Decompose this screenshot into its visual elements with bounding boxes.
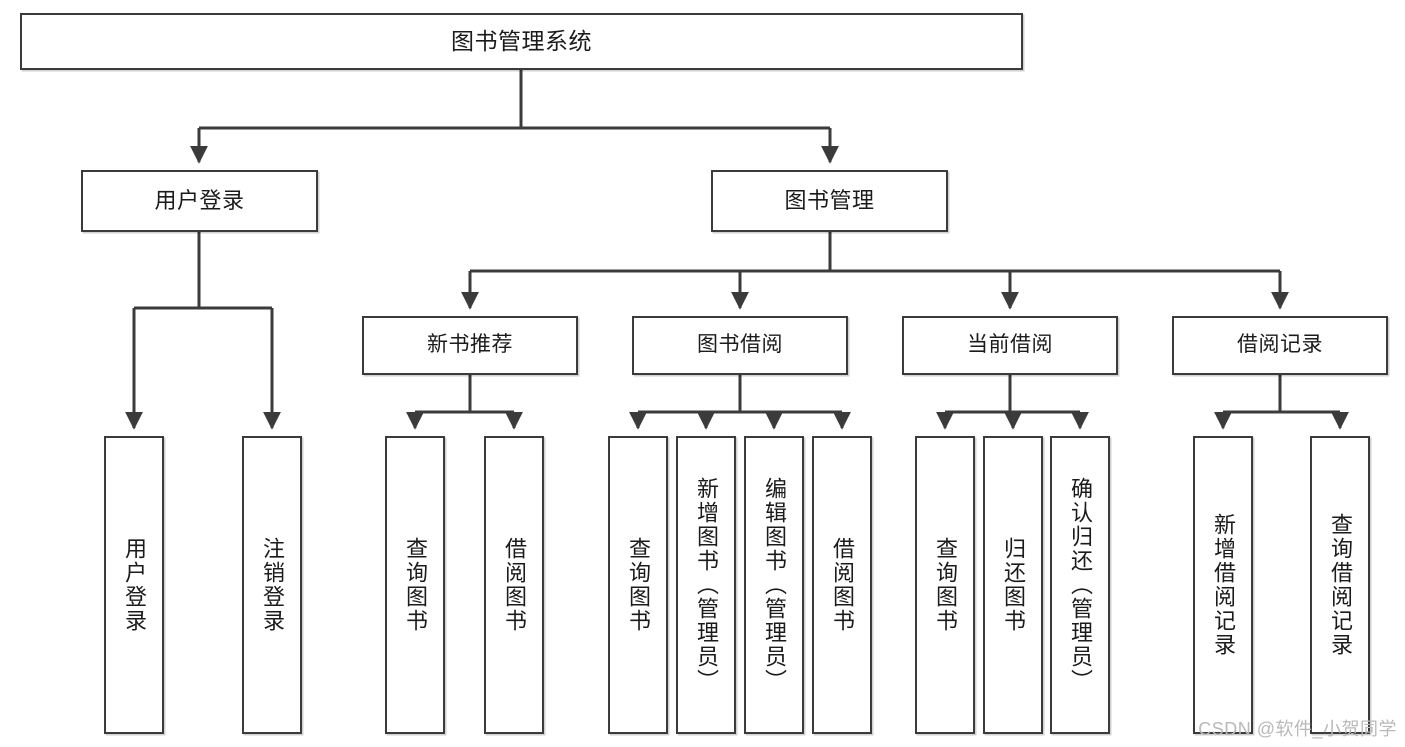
node-label: 用户登录 bbox=[121, 537, 147, 633]
node-label: 查询图书 bbox=[625, 537, 651, 633]
leaf-recommend-query-book[interactable]: 查询图书 bbox=[385, 436, 445, 734]
node-label: 借阅记录 bbox=[1237, 333, 1323, 357]
node-label: 当前借阅 bbox=[967, 333, 1053, 357]
leaf-user-login-login[interactable]: 用户登录 bbox=[104, 436, 164, 734]
leaf-borrow-query-book[interactable]: 查询图书 bbox=[608, 436, 668, 734]
node-label: 编辑图书（管理员） bbox=[761, 477, 787, 693]
node-book-borrow[interactable]: 图书借阅 bbox=[632, 316, 848, 375]
node-label: 用户登录 bbox=[154, 188, 245, 214]
node-root-system[interactable]: 图书管理系统 bbox=[20, 13, 1023, 70]
node-label: 确认归还（管理员） bbox=[1067, 477, 1093, 693]
node-label: 新增借阅记录 bbox=[1210, 513, 1236, 657]
node-new-book-recommend[interactable]: 新书推荐 bbox=[362, 316, 578, 375]
node-label: 借阅图书 bbox=[829, 537, 855, 633]
leaf-borrow-edit-book-admin[interactable]: 编辑图书（管理员） bbox=[744, 436, 804, 734]
node-label: 查询图书 bbox=[402, 537, 428, 633]
node-label: 查询借阅记录 bbox=[1327, 513, 1353, 657]
node-label: 注销登录 bbox=[259, 537, 285, 633]
node-user-login[interactable]: 用户登录 bbox=[81, 170, 318, 232]
node-label: 新书推荐 bbox=[427, 333, 513, 357]
leaf-current-confirm-return-admin[interactable]: 确认归还（管理员） bbox=[1050, 436, 1110, 734]
leaf-user-login-logout[interactable]: 注销登录 bbox=[242, 436, 302, 734]
node-borrow-record[interactable]: 借阅记录 bbox=[1172, 316, 1388, 375]
leaf-record-query-record[interactable]: 查询借阅记录 bbox=[1310, 436, 1370, 734]
leaf-borrow-borrow-book[interactable]: 借阅图书 bbox=[812, 436, 872, 734]
leaf-recommend-borrow-book[interactable]: 借阅图书 bbox=[484, 436, 544, 734]
leaf-current-return-book[interactable]: 归还图书 bbox=[983, 436, 1043, 734]
node-label: 图书管理 bbox=[784, 188, 875, 214]
leaf-record-add-record[interactable]: 新增借阅记录 bbox=[1193, 436, 1253, 734]
node-label: 查询图书 bbox=[932, 537, 958, 633]
node-label: 归还图书 bbox=[1000, 537, 1026, 633]
node-label: 图书借阅 bbox=[697, 333, 783, 357]
node-label: 图书管理系统 bbox=[451, 28, 592, 55]
node-book-management[interactable]: 图书管理 bbox=[711, 170, 948, 232]
leaf-current-query-book[interactable]: 查询图书 bbox=[915, 436, 975, 734]
csdn-watermark: CSDN @软件_小贺同学 bbox=[1198, 719, 1397, 739]
node-current-borrow[interactable]: 当前借阅 bbox=[902, 316, 1118, 375]
node-label: 新增图书（管理员） bbox=[693, 477, 719, 693]
leaf-borrow-add-book-admin[interactable]: 新增图书（管理员） bbox=[676, 436, 736, 734]
node-label: 借阅图书 bbox=[501, 537, 527, 633]
